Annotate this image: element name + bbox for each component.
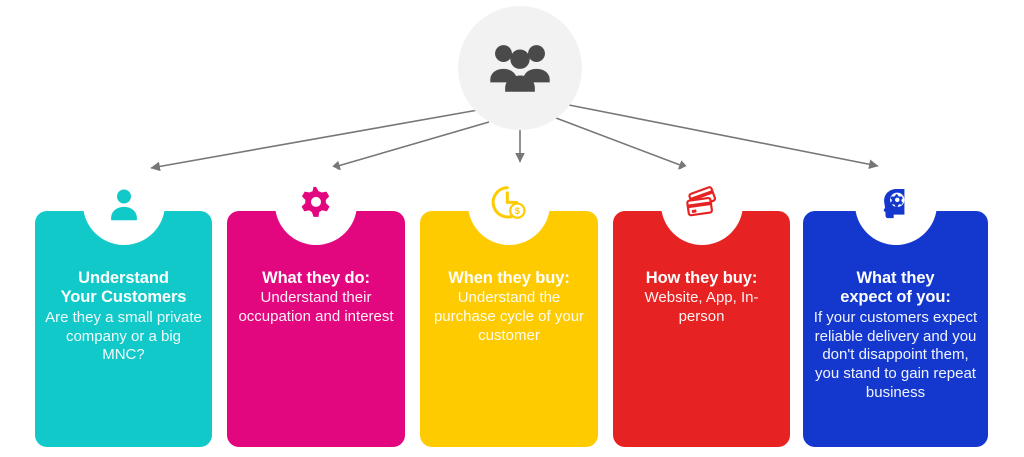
card-what-they-do[interactable]: What they do: Understand their occupatio… xyxy=(227,163,405,457)
card-title: What they do: xyxy=(262,269,370,287)
card-icon-badge xyxy=(280,168,352,240)
card-title: How they buy: xyxy=(645,269,758,287)
central-hub xyxy=(458,6,582,130)
card-what-they-expect-of-you[interactable]: What they expect of you: If your custome… xyxy=(803,163,988,457)
card-title: When they buy: xyxy=(448,269,570,287)
people-group-icon xyxy=(490,45,550,92)
card-body: What they do: Understand their occupatio… xyxy=(227,211,405,447)
connector-line-5 xyxy=(568,104,879,169)
connector-line-2 xyxy=(330,121,490,171)
card-how-they-buy[interactable]: How they buy: Website, App, In-person xyxy=(613,163,790,457)
gear-icon xyxy=(301,186,330,217)
card-when-they-buy[interactable]: When they buy: Understand the purchase c… xyxy=(420,163,598,457)
card-title: What they expect of you: xyxy=(840,269,951,307)
card-body: Understand Your Customers Are they a sma… xyxy=(35,211,212,447)
person-icon xyxy=(110,189,137,221)
card-description: Website, App, In-person xyxy=(644,289,759,326)
card-title: Understand Your Customers xyxy=(60,269,187,307)
head-gear-icon xyxy=(883,189,904,219)
connector-line-1 xyxy=(150,109,479,172)
card-description: If your customers expect reliable delive… xyxy=(813,308,978,401)
card-description: Understand the purchase cycle of your cu… xyxy=(433,289,585,344)
connector-line-4 xyxy=(555,117,689,170)
card-body: How they buy: Website, App, In-person xyxy=(613,211,790,447)
card-icon-badge xyxy=(87,168,160,240)
card-description: Are they a small private company or a bi… xyxy=(45,308,202,364)
card-understand-your-customers[interactable]: Understand Your Customers Are they a sma… xyxy=(35,163,212,457)
card-description: Understand their occupation and interest xyxy=(238,289,394,326)
card-icon-badge xyxy=(859,168,932,240)
clock-dollar-icon: $ xyxy=(491,186,526,219)
card-icon-badge: $ xyxy=(473,168,545,240)
svg-text:$: $ xyxy=(515,206,520,216)
card-body: What they expect of you: If your custome… xyxy=(803,211,988,447)
credit-cards-icon xyxy=(685,186,716,217)
card-icon-badge xyxy=(665,168,738,240)
card-body: When they buy: Understand the purchase c… xyxy=(420,211,598,447)
cards-row: Understand Your Customers Are they a sma… xyxy=(0,163,1024,457)
